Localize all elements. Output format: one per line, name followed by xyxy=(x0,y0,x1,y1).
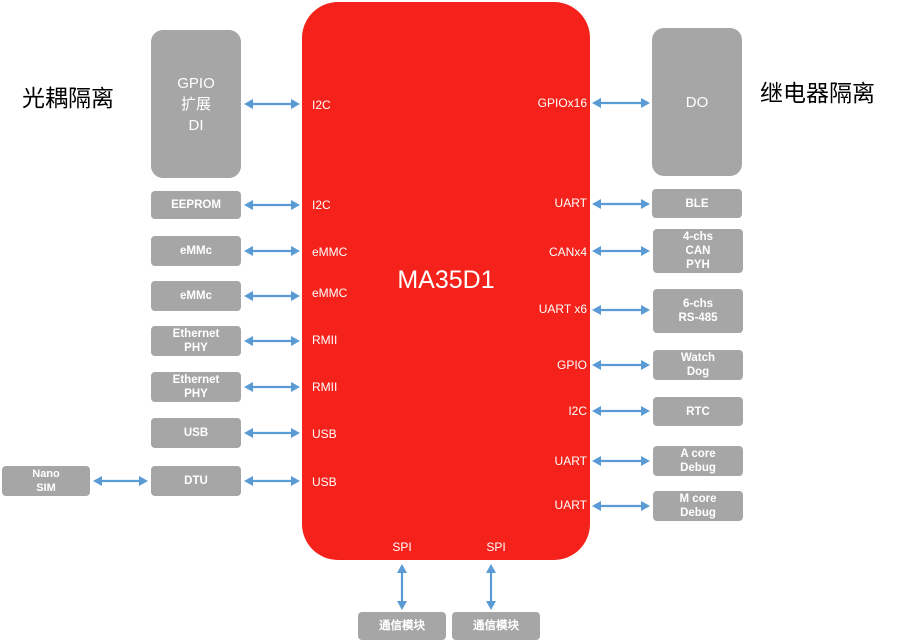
port-right-6: I2C xyxy=(568,404,587,418)
a-core-debug-block: A core Debug xyxy=(653,446,743,476)
left-isolation-label: 光耦隔离 xyxy=(22,86,114,112)
chip-title: MA35D1 xyxy=(397,266,495,294)
port-bottom-1: SPI xyxy=(392,540,412,554)
ma35d1-chip xyxy=(302,2,590,560)
port-left-6: RMII xyxy=(312,380,338,394)
dtu-block: DTU xyxy=(151,466,241,496)
m-core-debug-block: M core Debug xyxy=(653,491,743,521)
port-right-5: GPIO xyxy=(556,358,587,372)
watchdog-block: Watch Dog xyxy=(653,350,743,380)
emmc-block-1: eMMc xyxy=(151,236,241,266)
gpio-expansion-block: GPIO 扩展 DI xyxy=(151,30,241,178)
rs485-block: 6-chs RS-485 xyxy=(653,289,743,333)
port-right-4: UART x6 xyxy=(538,302,587,316)
port-left-5: RMII xyxy=(312,333,338,347)
port-right-1: GPIOx16 xyxy=(537,96,587,110)
port-left-1: I2C xyxy=(312,98,331,112)
usb-block: USB xyxy=(151,418,241,448)
nano-sim-block: Nano SIM xyxy=(2,466,90,496)
ethernet-phy-block-2: Ethernet PHY xyxy=(151,372,241,402)
do-block: DO xyxy=(652,28,742,176)
port-left-8: USB xyxy=(312,475,337,489)
right-isolation-label: 继电器隔离 xyxy=(760,81,875,107)
port-right-3: CANx4 xyxy=(548,245,587,259)
port-right-8: UART xyxy=(554,498,587,512)
rtc-block: RTC xyxy=(653,397,743,426)
can-block: 4-chs CAN PYH xyxy=(653,229,743,273)
comm-module-block-1: 通信模块 xyxy=(358,612,446,640)
emmc-block-2: eMMc xyxy=(151,281,241,311)
port-left-4: eMMC xyxy=(312,286,348,300)
port-right-7: UART xyxy=(554,454,587,468)
port-left-3: eMMC xyxy=(312,245,348,259)
port-right-2: UART xyxy=(554,196,587,210)
port-bottom-2: SPI xyxy=(486,540,506,554)
port-left-7: USB xyxy=(312,427,337,441)
ble-block: BLE xyxy=(652,189,742,218)
port-left-2: I2C xyxy=(312,198,331,212)
ethernet-phy-block-1: Ethernet PHY xyxy=(151,326,241,356)
eeprom-block: EEPROM xyxy=(151,191,241,219)
comm-module-block-2: 通信模块 xyxy=(452,612,540,640)
